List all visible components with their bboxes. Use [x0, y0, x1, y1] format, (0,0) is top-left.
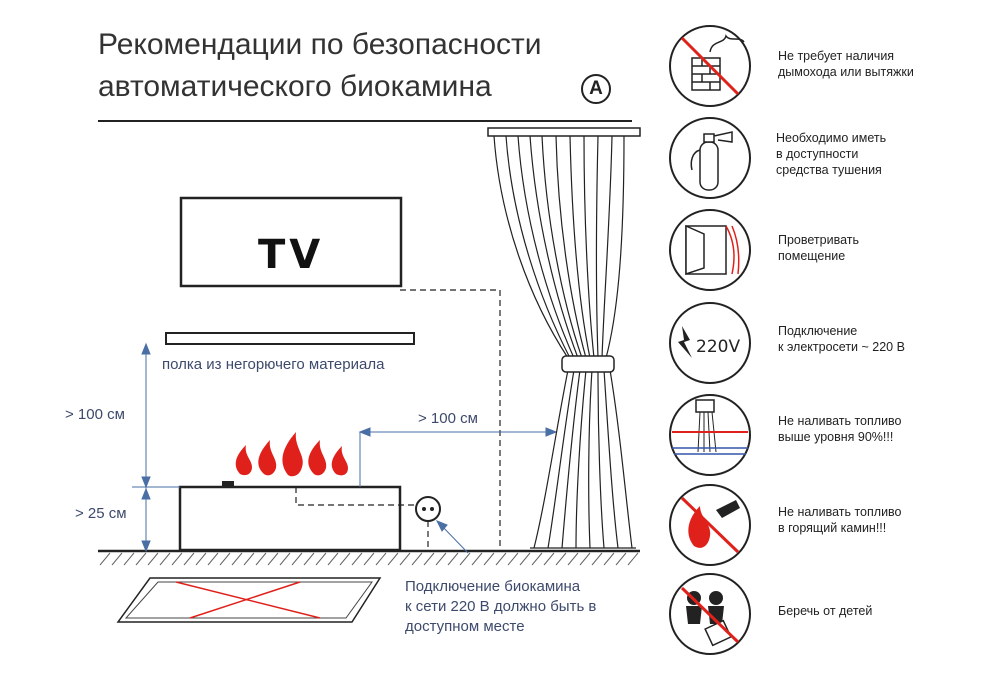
dimension-lines	[132, 342, 558, 554]
shelf-label: полка из негорючего материала	[162, 356, 385, 373]
rule-no-chimney: Не требует наличия дымохода или вытяжки	[778, 48, 914, 80]
rule-line: в горящий камин!!!	[778, 521, 887, 535]
rule-line: Проветривать	[778, 233, 859, 247]
rule-line: Не наливать топливо	[778, 505, 902, 519]
icon-220v-text: 220V	[696, 337, 740, 357]
socket-note-line: к сети 220 В должно быть в	[405, 598, 597, 615]
socket	[415, 496, 441, 522]
no-chimney-icon	[680, 34, 745, 96]
rule-line: к электросети ~ 220 В	[778, 340, 905, 354]
rule-line: Не требует наличия	[778, 49, 895, 63]
rule-line: Не наливать топливо	[778, 414, 902, 428]
ventilation-window-icon	[685, 224, 740, 276]
tv-frame	[179, 196, 403, 288]
electricity-220v-icon: 220V	[678, 326, 740, 358]
floor-hatch	[99, 552, 639, 566]
curtain-rod	[487, 127, 641, 137]
keep-from-children-icon	[680, 586, 740, 647]
fire-extinguisher-icon	[690, 131, 733, 191]
fuel-level-icon	[672, 399, 748, 455]
socket-note: Подключение биокамина к сети 220 В должн…	[405, 577, 596, 637]
socket-note-line: Подключение биокамина	[405, 578, 581, 595]
rug-inner	[124, 581, 373, 619]
rule-line: Подключение	[778, 324, 858, 338]
no-refuel-burning-icon	[680, 496, 740, 554]
rule-fuel-level: Не наливать топливо выше уровня 90%!!!	[778, 413, 902, 445]
dashed-guides	[295, 289, 501, 551]
rule-line: в доступности	[776, 147, 859, 161]
height-above-label: > 100 см	[65, 406, 125, 423]
rule-line: помещение	[778, 249, 846, 263]
rule-extinguisher: Необходимо иметь в доступности средства …	[776, 130, 886, 178]
rule-children: Беречь от детей	[778, 603, 872, 619]
rug-cross-2	[189, 581, 301, 619]
fireplace-burner	[222, 481, 234, 487]
rule-line: выше уровня 90%!!!	[778, 430, 894, 444]
shelf	[165, 332, 415, 345]
rule-line: Беречь от детей	[778, 604, 873, 618]
badge-a: A	[581, 74, 611, 104]
tv-label: TV	[258, 232, 325, 278]
fireplace-box	[178, 485, 402, 552]
curtain	[493, 135, 636, 549]
rule-line: дымохода или вытяжки	[778, 65, 914, 79]
rule-ventilation: Проветривать помещение	[778, 232, 859, 264]
socket-note-line: доступном месте	[405, 618, 525, 635]
rule-no-refuel: Не наливать топливо в горящий камин!!!	[778, 504, 902, 536]
rug-cross-1	[175, 581, 321, 619]
page-title: Рекомендации по безопасности	[98, 28, 542, 61]
curtain-distance-label: > 100 см	[418, 410, 478, 427]
flames	[235, 432, 348, 477]
page-subtitle: автоматического биокамина	[98, 70, 492, 103]
rule-line: Необходимо иметь	[776, 131, 887, 145]
rule-electricity: Подключение к электросети ~ 220 В	[778, 323, 905, 355]
curtain-tieback	[561, 355, 615, 373]
rule-line: средства тушения	[776, 163, 882, 177]
height-below-label: > 25 см	[75, 505, 127, 522]
